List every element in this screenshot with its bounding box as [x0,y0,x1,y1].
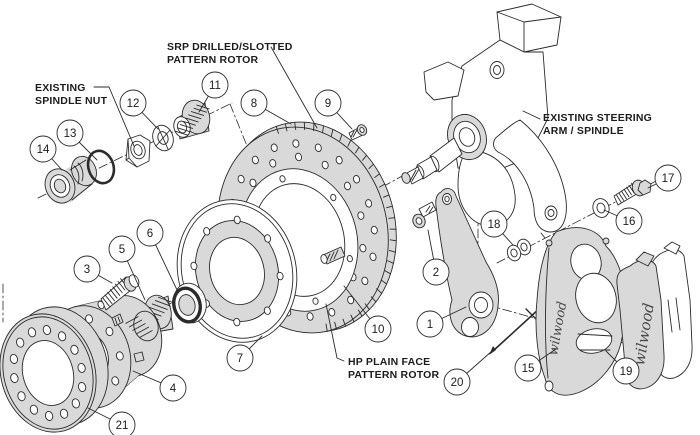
callout-number-6: 6 [147,228,153,240]
callout-2: 2 [422,258,450,286]
callout-number-4: 4 [170,383,177,395]
wheel-stud-3 [97,274,140,311]
callout-number-17: 17 [662,173,675,185]
bleed-screw [545,239,553,247]
brake-pad-19: wilwood [616,251,665,390]
callout-number-7: 7 [237,353,243,365]
callout-14: 14 [29,135,57,163]
o-ring-13 [86,149,116,185]
callout-number-11: 11 [209,80,221,92]
callout-number-18: 18 [488,219,501,231]
callout-18: 18 [480,210,508,238]
callout-10: 10 [364,315,392,343]
washer-16 [592,198,610,218]
callout-number-19: 19 [620,366,633,378]
dust-cap-14 [44,155,97,204]
adapter-plate-21 [0,306,153,433]
hp-plain-rotor [176,199,298,343]
callout-12: 12 [119,89,147,117]
callout-number-15: 15 [522,363,535,375]
callout-6: 6 [136,219,164,247]
callout-number-21: 21 [116,420,129,432]
washers-18 [506,238,532,262]
caliper-15: wilwood [535,227,627,396]
callout-8: 8 [240,89,268,117]
bolt-17 [613,179,652,206]
bolt-2 [412,201,437,229]
callout-17: 17 [654,164,682,192]
callout-number-13: 13 [64,128,77,140]
callout-7: 7 [226,344,254,372]
callout-number-8: 8 [251,98,257,110]
caliper-bracket-1 [435,188,499,338]
plate-center-hatch [125,316,153,338]
callout-number-16: 16 [623,216,636,228]
callout-number-10: 10 [372,324,385,336]
adapter-plate-holes [9,325,87,421]
callout-3: 3 [73,255,101,283]
callout-number-12: 12 [127,98,140,110]
callout-1: 1 [416,310,444,338]
callout-9: 9 [314,89,342,117]
callout-number-5: 5 [119,244,125,256]
callout-number-3: 3 [84,264,90,276]
callout-20: 20 [443,368,471,396]
callout-5: 5 [108,235,136,263]
callout-number-1: 1 [427,319,433,331]
seal-6 [172,282,207,324]
knuckle-ear [423,61,465,101]
spindle-nut [125,134,151,168]
callout-number-2: 2 [433,267,439,279]
callout-4: 4 [159,374,187,402]
callout-11: 11 [201,71,229,99]
bolt-9 [348,124,368,141]
caliper-bore [575,272,617,324]
outer-bearing-11 [173,99,211,140]
tab-washer-12 [152,124,174,152]
steering-arm [493,119,567,233]
callout-21: 21 [108,411,136,435]
callout-13: 13 [56,119,84,147]
callout-number-14: 14 [37,144,50,156]
steering-knuckle-spindle [401,3,567,233]
plain-rotor-bolt-holes [190,215,284,327]
callout-16: 16 [615,207,643,235]
spindle-shaft-tip [401,172,411,184]
hub-studs [111,313,145,363]
callout-19: 19 [612,357,640,385]
callout-number-20: 20 [451,377,464,389]
rotor-hat-stud [320,246,346,265]
bearing-ribs [174,104,210,136]
callout-number-9: 9 [325,98,331,110]
rotor-vane-ticks [275,121,397,332]
callout-15: 15 [514,354,542,382]
